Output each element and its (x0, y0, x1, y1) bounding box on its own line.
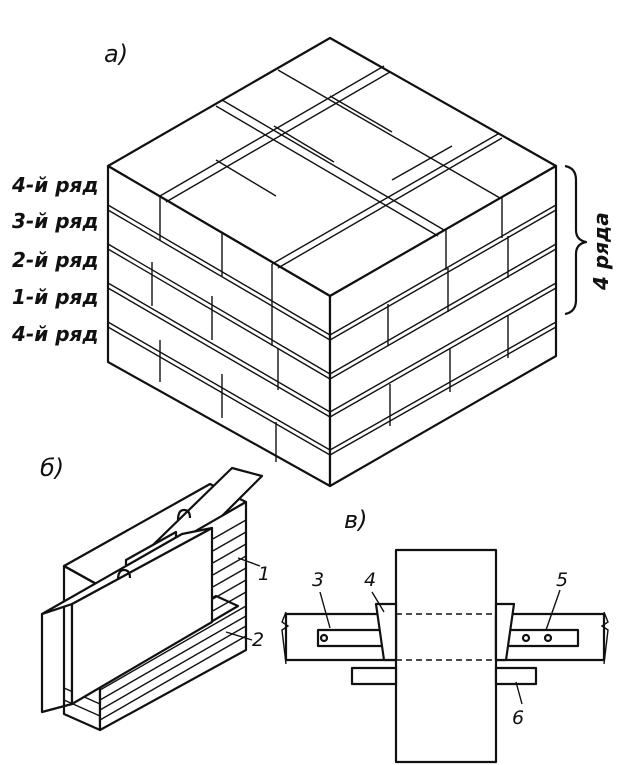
callout-leader (371, 591, 385, 613)
left-face-courses (107, 196, 331, 462)
figure-c-label: в) (344, 506, 368, 534)
lifting-hook (116, 568, 132, 581)
top-face-joints (159, 65, 503, 269)
callout-number: 2 (252, 629, 264, 651)
callout-number: 5 (556, 569, 568, 591)
figure-a-label: а) (104, 40, 128, 68)
bearing-plate (350, 666, 398, 686)
wall-hatched (394, 548, 498, 764)
row-label: 4-й ряд (11, 322, 99, 346)
callout-leader (319, 591, 331, 629)
figure-b-label: б) (40, 454, 64, 482)
lifting-hook (176, 508, 192, 521)
wedge (374, 602, 398, 662)
callout-number: 1 (258, 563, 270, 585)
rows-bracket (564, 164, 588, 316)
callout-leader (545, 589, 561, 631)
callout-number: 6 (512, 707, 524, 729)
row-label: 3-й ряд (12, 209, 99, 233)
callout-number: 4 (364, 569, 376, 591)
row-label: 4-й ряд (11, 173, 99, 197)
callout-leader (515, 681, 523, 705)
wedge (494, 602, 516, 662)
row-labels: 4-й ряд 3-й ряд 2-й ряд 1-й ряд 4-й ряд (11, 173, 99, 346)
row-label: 1-й ряд (12, 285, 99, 309)
lintel-end-hatched (40, 602, 74, 714)
masonry-block-a (106, 36, 588, 488)
callout-leader (225, 631, 253, 641)
wall-section-b (40, 466, 264, 732)
bearing-plate (494, 666, 538, 686)
anchor-strip (506, 628, 580, 648)
row-label: 2-й ряд (12, 248, 99, 272)
break-mark (600, 611, 609, 665)
break-mark (281, 611, 290, 665)
anchor-bolt (319, 633, 329, 643)
anchor-bolt (543, 633, 553, 643)
right-face-courses (329, 198, 557, 486)
callout-leader (237, 557, 261, 567)
wall-section-c (281, 548, 609, 764)
callout-number: 3 (312, 569, 324, 591)
bracket-label: 4 ряда (589, 212, 613, 291)
anchor-bolt (521, 633, 531, 643)
